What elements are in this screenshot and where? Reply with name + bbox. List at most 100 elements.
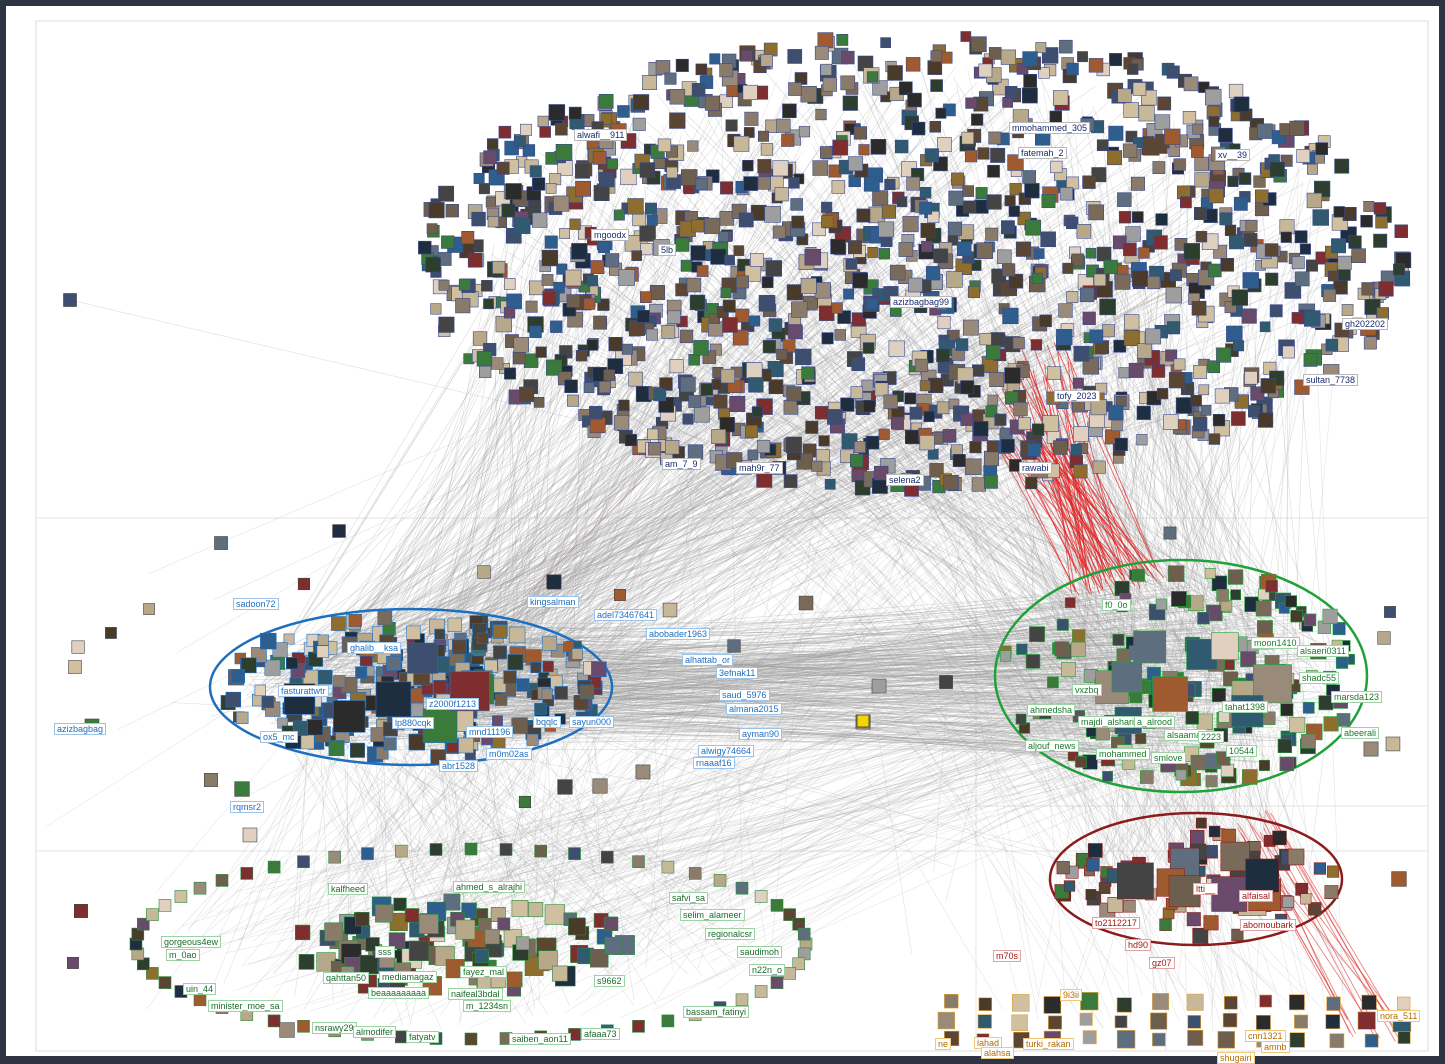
node-g1[interactable] xyxy=(937,138,951,152)
node-g1[interactable] xyxy=(667,167,678,178)
node-g1[interactable] xyxy=(1246,220,1257,231)
node-g1[interactable] xyxy=(1129,363,1143,377)
node-g1[interactable] xyxy=(868,247,878,257)
node-g1[interactable] xyxy=(1115,438,1128,451)
node-g1[interactable] xyxy=(670,359,683,372)
node-g3[interactable] xyxy=(1026,655,1040,669)
node-g4[interactable] xyxy=(1273,831,1287,845)
node-g1[interactable] xyxy=(1090,330,1103,343)
node-g3[interactable] xyxy=(1047,677,1058,688)
node-label[interactable]: alahsa xyxy=(981,1047,1014,1059)
node-g1[interactable] xyxy=(1342,304,1353,315)
node-g2[interactable] xyxy=(356,667,367,678)
node-g6[interactable] xyxy=(1218,1031,1235,1048)
node-g1[interactable] xyxy=(1009,206,1020,217)
node-g1[interactable] xyxy=(766,261,782,277)
node-g1[interactable] xyxy=(468,253,482,267)
node-iso[interactable] xyxy=(519,796,531,808)
node-g1[interactable] xyxy=(823,78,837,92)
node-g2[interactable] xyxy=(384,738,396,750)
node-iso[interactable] xyxy=(799,596,813,610)
node-g2[interactable] xyxy=(509,627,525,643)
node-g1[interactable] xyxy=(426,257,441,272)
node-g2[interactable] xyxy=(231,669,244,682)
node-g1[interactable] xyxy=(965,459,981,475)
node-g1[interactable] xyxy=(973,421,988,436)
node-g1[interactable] xyxy=(1086,248,1096,258)
node-label[interactable]: xv__39 xyxy=(1215,149,1250,161)
node-g1[interactable] xyxy=(734,136,749,151)
node-g5[interactable] xyxy=(475,949,488,962)
node-g1[interactable] xyxy=(543,292,556,305)
node-iso[interactable] xyxy=(215,537,228,550)
node-g1[interactable] xyxy=(966,98,977,109)
node-g2[interactable] xyxy=(262,696,274,708)
node-g1[interactable] xyxy=(1233,341,1243,351)
node-g2[interactable] xyxy=(591,662,606,677)
node-g1[interactable] xyxy=(472,212,486,226)
node-label[interactable]: amnb xyxy=(1261,1041,1290,1053)
node-g1[interactable] xyxy=(662,325,675,338)
node-g1[interactable] xyxy=(1116,396,1126,406)
node-g1[interactable] xyxy=(1191,395,1202,406)
node-g5[interactable] xyxy=(485,929,500,944)
node-g1[interactable] xyxy=(656,60,670,74)
node-g1[interactable] xyxy=(1157,388,1168,399)
node-g1[interactable] xyxy=(1170,270,1181,281)
node-g1[interactable] xyxy=(944,475,959,490)
node-g1[interactable] xyxy=(513,352,525,364)
node-g1[interactable] xyxy=(532,213,547,228)
node-label[interactable]: saiben_aon11 xyxy=(509,1033,571,1045)
node-g1[interactable] xyxy=(819,436,829,446)
node-g1[interactable] xyxy=(1192,301,1206,315)
node-g1[interactable] xyxy=(899,243,913,257)
node-g5[interactable] xyxy=(375,905,393,923)
node-g5[interactable] xyxy=(755,891,767,903)
node-g5[interactable] xyxy=(268,861,280,873)
node-g1[interactable] xyxy=(908,93,922,107)
node-g1[interactable] xyxy=(734,246,744,256)
node-g1[interactable] xyxy=(984,475,997,488)
node-g1[interactable] xyxy=(920,381,930,391)
node-g1[interactable] xyxy=(1073,378,1083,388)
node-g1[interactable] xyxy=(912,122,925,135)
node-g1[interactable] xyxy=(648,443,660,455)
node-g1[interactable] xyxy=(801,278,816,293)
node-g1[interactable] xyxy=(853,273,868,288)
node-g1[interactable] xyxy=(879,222,894,237)
node-g5[interactable] xyxy=(299,954,314,969)
node-iso[interactable] xyxy=(728,640,741,653)
node-g5[interactable] xyxy=(633,856,645,868)
node-g2[interactable] xyxy=(543,661,554,672)
node-label[interactable]: am_7_9 xyxy=(662,458,701,470)
node-g1[interactable] xyxy=(1026,477,1038,489)
node-g1[interactable] xyxy=(632,251,642,261)
node-g1[interactable] xyxy=(1026,220,1041,235)
node-g2[interactable] xyxy=(508,655,523,670)
node-label[interactable]: m0m02as xyxy=(486,748,532,760)
node-g1[interactable] xyxy=(599,381,611,393)
node-g4[interactable] xyxy=(1314,863,1326,875)
node-g1[interactable] xyxy=(986,228,998,240)
node-g1[interactable] xyxy=(640,226,656,242)
node-g5[interactable] xyxy=(771,977,783,989)
node-iso[interactable] xyxy=(547,575,561,589)
node-g5[interactable] xyxy=(736,994,748,1006)
node-g1[interactable] xyxy=(765,206,781,222)
node-g1[interactable] xyxy=(1343,207,1356,220)
node-g1[interactable] xyxy=(504,278,515,289)
node-g1[interactable] xyxy=(842,51,855,64)
node-g1[interactable] xyxy=(658,139,671,152)
node-g1[interactable] xyxy=(1131,177,1144,190)
node-g1[interactable] xyxy=(971,37,986,52)
node-g1[interactable] xyxy=(1118,89,1132,103)
node-g1[interactable] xyxy=(1331,239,1345,253)
node-g1[interactable] xyxy=(972,478,986,492)
node-g1[interactable] xyxy=(1362,283,1375,296)
node-g1[interactable] xyxy=(970,441,982,453)
node-label[interactable]: bqqlc xyxy=(533,716,561,728)
node-g2[interactable] xyxy=(459,738,474,753)
node-g1[interactable] xyxy=(1266,273,1278,285)
node-g1[interactable] xyxy=(1097,247,1111,261)
node-g1[interactable] xyxy=(990,372,1004,386)
